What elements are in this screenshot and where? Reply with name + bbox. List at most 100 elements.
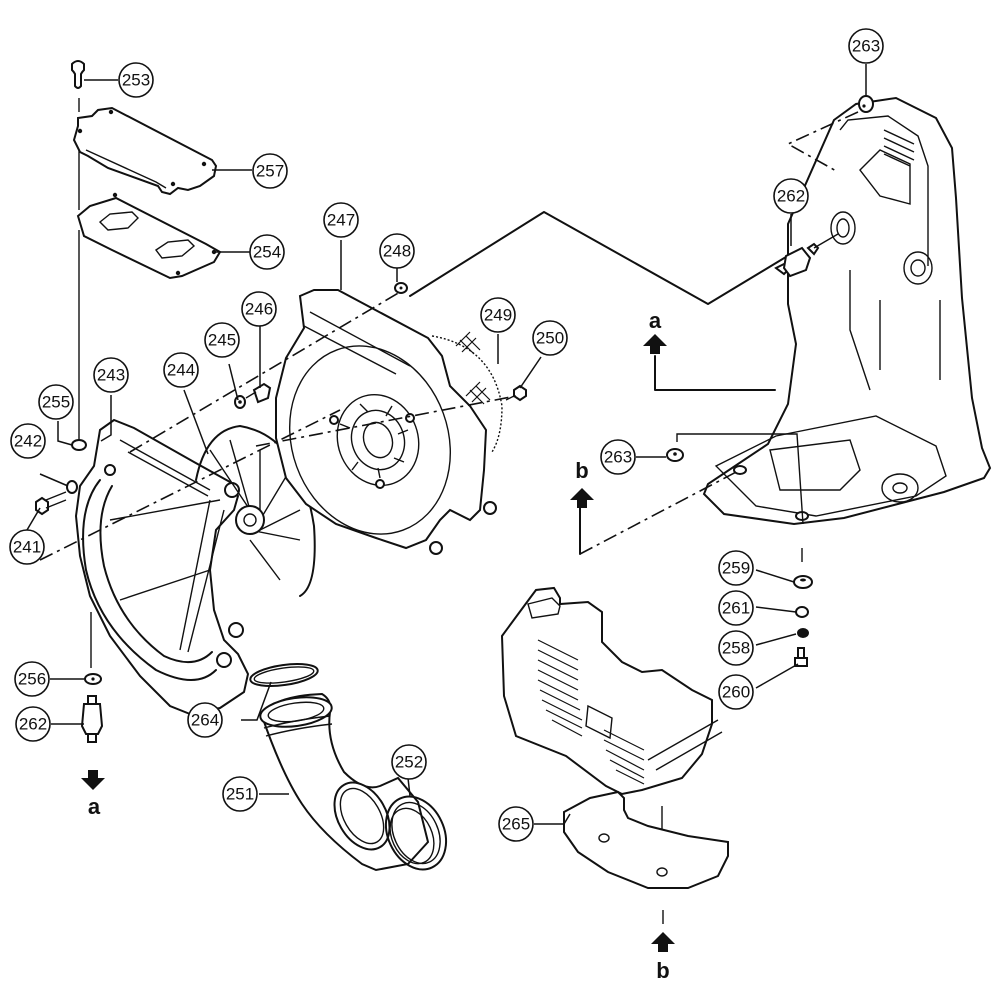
callout-label: 249 xyxy=(484,306,512,325)
callout-label: 247 xyxy=(327,211,355,230)
callout-label: 255 xyxy=(42,393,70,412)
callout-label: 256 xyxy=(18,670,46,689)
callout-label: 251 xyxy=(226,785,254,804)
callout-242[interactable]: 242 xyxy=(10,423,46,459)
part-261-washer xyxy=(795,606,809,618)
part-260-bolt xyxy=(794,647,808,667)
callout-label: 264 xyxy=(191,711,219,730)
callout-262-right[interactable]: 262 xyxy=(773,178,809,214)
callout-249[interactable]: 249 xyxy=(480,297,516,333)
callout-label: 265 xyxy=(502,815,530,834)
callout-248[interactable]: 248 xyxy=(379,233,415,269)
part-254-gasket xyxy=(76,192,222,280)
callout-label: 248 xyxy=(383,242,411,261)
part-242-washer xyxy=(66,480,78,494)
callout-label: 261 xyxy=(722,599,750,618)
callout-label: 263 xyxy=(604,448,632,467)
part-fuel-tank xyxy=(500,586,723,796)
callout-label: 263 xyxy=(852,37,880,56)
assembly-line xyxy=(255,395,517,447)
callout-260[interactable]: 260 xyxy=(718,674,754,710)
callout-247[interactable]: 247 xyxy=(323,202,359,238)
part-246-bolt xyxy=(245,382,272,404)
ref-letter: b xyxy=(656,958,669,983)
callout-265[interactable]: 265 xyxy=(498,806,534,842)
part-backpack-frame xyxy=(702,96,992,526)
ref-letter: a xyxy=(649,308,662,333)
part-253-screw xyxy=(71,60,85,89)
callout-241[interactable]: 241 xyxy=(9,529,45,565)
callout-251[interactable]: 251 xyxy=(222,776,258,812)
callout-244[interactable]: 244 xyxy=(163,352,199,388)
callout-254[interactable]: 254 xyxy=(249,234,285,270)
callout-245[interactable]: 245 xyxy=(204,322,240,358)
assembly-line xyxy=(39,409,341,561)
axis-line xyxy=(813,233,839,249)
callout-263-top[interactable]: 263 xyxy=(848,28,884,64)
part-265-heat-shield xyxy=(563,790,729,889)
callout-250[interactable]: 250 xyxy=(532,320,568,356)
callout-label: 241 xyxy=(13,538,41,557)
ref-marker-a-down: a xyxy=(81,770,105,819)
callout-243[interactable]: 243 xyxy=(93,357,129,393)
callout-253[interactable]: 253 xyxy=(118,62,154,98)
callout-label: 260 xyxy=(722,683,750,702)
callout-label: 250 xyxy=(536,329,564,348)
part-248-nut xyxy=(394,282,408,294)
callout-leaders xyxy=(26,64,867,825)
part-241-bolt xyxy=(35,491,67,516)
part-263-nut-lower xyxy=(666,448,684,462)
assembly-line xyxy=(409,211,825,305)
callout-label: 262 xyxy=(777,187,805,206)
part-249-screen xyxy=(431,331,503,453)
callout-label: 244 xyxy=(167,361,195,380)
callout-label: 254 xyxy=(253,243,281,262)
ref-letter: b xyxy=(575,458,588,483)
part-259-grommet xyxy=(793,575,813,589)
ref-marker-b-up: b xyxy=(570,458,594,508)
callout-label: 262 xyxy=(19,715,47,734)
callout-256[interactable]: 256 xyxy=(14,661,50,697)
ref-marker-a-up: a xyxy=(643,308,667,354)
part-258-spacer xyxy=(797,628,809,638)
ref-marker-b-bottom: b xyxy=(651,932,675,983)
assembly-line xyxy=(676,433,804,525)
part-264-o-ring xyxy=(249,663,319,687)
assembly-line xyxy=(579,469,741,555)
callout-257[interactable]: 257 xyxy=(252,153,288,189)
part-256-grommet xyxy=(84,673,102,685)
part-262-vibration-damper xyxy=(80,695,104,743)
part-263-nut-top xyxy=(858,95,874,113)
callout-263-lower[interactable]: 263 xyxy=(600,439,636,475)
callout-label: 252 xyxy=(395,753,423,772)
ref-leader-a xyxy=(654,355,776,391)
part-245-washer xyxy=(234,395,246,409)
callout-label: 246 xyxy=(245,300,273,319)
arrow-up-icon xyxy=(651,932,675,952)
callout-262-left[interactable]: 262 xyxy=(15,706,51,742)
part-251-elbow-duct xyxy=(259,692,430,872)
callout-label: 245 xyxy=(208,331,236,350)
callout-label: 243 xyxy=(97,366,125,385)
arrow-up-icon xyxy=(570,488,594,508)
callout-label: 242 xyxy=(14,432,42,451)
callout-label: 258 xyxy=(722,639,750,658)
callout-261[interactable]: 261 xyxy=(718,590,754,626)
callout-label: 253 xyxy=(122,71,150,90)
assembly-line xyxy=(129,291,401,453)
callout-246[interactable]: 246 xyxy=(241,291,277,327)
callout-259[interactable]: 259 xyxy=(718,550,754,586)
part-250-clip xyxy=(505,384,527,402)
arrow-up-icon xyxy=(643,334,667,354)
callout-255[interactable]: 255 xyxy=(38,384,74,420)
callout-258[interactable]: 258 xyxy=(718,630,754,666)
assembly-line xyxy=(786,111,859,173)
arrow-down-icon xyxy=(81,770,105,790)
part-252-seal-ring xyxy=(384,795,448,871)
part-257-cover-plate xyxy=(72,106,218,196)
callout-label: 257 xyxy=(256,162,284,181)
callout-252[interactable]: 252 xyxy=(391,744,427,780)
callout-label: 259 xyxy=(722,559,750,578)
callout-264[interactable]: 264 xyxy=(187,702,223,738)
